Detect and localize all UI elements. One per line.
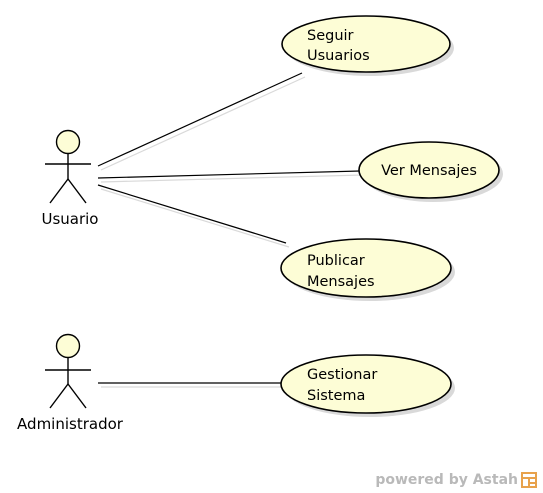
use-case-publicar-mensajes-label-line2: Mensajes (307, 274, 375, 290)
use-case-gestionar-sistema[interactable]: Gestionar Sistema (280, 354, 455, 417)
actor-administrador-right-leg (67, 383, 87, 409)
astah-logo-icon (521, 472, 537, 488)
actor-usuario-head (55, 129, 81, 155)
actor-usuario-left-leg (49, 178, 69, 204)
association-usuario-seguir-usuarios (97, 72, 303, 167)
astah-watermark: powered by Astah (375, 472, 537, 488)
association-usuario-publicar-mensajes (97, 184, 287, 244)
actor-administrador-left-leg (49, 383, 69, 409)
actor-administrador-label: Administrador (17, 415, 124, 433)
watermark-text: powered by Astah (375, 472, 518, 488)
association-shadow-seguir (100, 76, 306, 171)
use-case-seguir-usuarios-label-line1: Seguir (307, 28, 354, 44)
actor-usuario-right-leg (67, 178, 87, 204)
use-case-gestionar-sistema-label: Gestionar Sistema (307, 367, 382, 404)
use-case-publicar-mensajes-ellipse (280, 238, 452, 298)
association-shadow-ver (100, 174, 364, 183)
use-case-gestionar-sistema-label-line2: Sistema (307, 388, 365, 404)
use-case-publicar-mensajes-label-line1: Publicar (307, 253, 365, 269)
actor-administrador-head (55, 333, 81, 359)
association-usuario-ver-mensajes (97, 170, 361, 179)
use-case-seguir-usuarios-label: Seguir Usuarios (307, 28, 370, 64)
use-case-publicar-mensajes[interactable]: Publicar Mensajes (280, 238, 455, 301)
use-case-gestionar-sistema-ellipse (280, 354, 452, 414)
use-case-gestionar-sistema-label-line1: Gestionar (307, 367, 377, 383)
use-case-ver-mensajes-label: Ver Mensajes (381, 163, 477, 179)
actor-usuario-label: Usuario (41, 210, 98, 228)
association-shadow-publicar (100, 188, 290, 248)
actor-administrador[interactable]: Administrador (17, 333, 124, 434)
actor-usuario-figure (45, 129, 91, 204)
use-case-seguir-usuarios-ellipse (281, 15, 451, 73)
use-case-publicar-mensajes-label: Publicar Mensajes (307, 253, 375, 290)
use-case-seguir-usuarios[interactable]: Seguir Usuarios (281, 15, 454, 76)
use-case-seguir-usuarios-label-line2: Usuarios (307, 48, 370, 64)
use-case-ver-mensajes-ellipse (358, 141, 500, 199)
associations (97, 72, 364, 388)
use-case-ver-mensajes[interactable]: Ver Mensajes (358, 141, 503, 202)
actor-usuario[interactable]: Usuario (41, 129, 99, 229)
actor-administrador-figure (45, 333, 91, 409)
